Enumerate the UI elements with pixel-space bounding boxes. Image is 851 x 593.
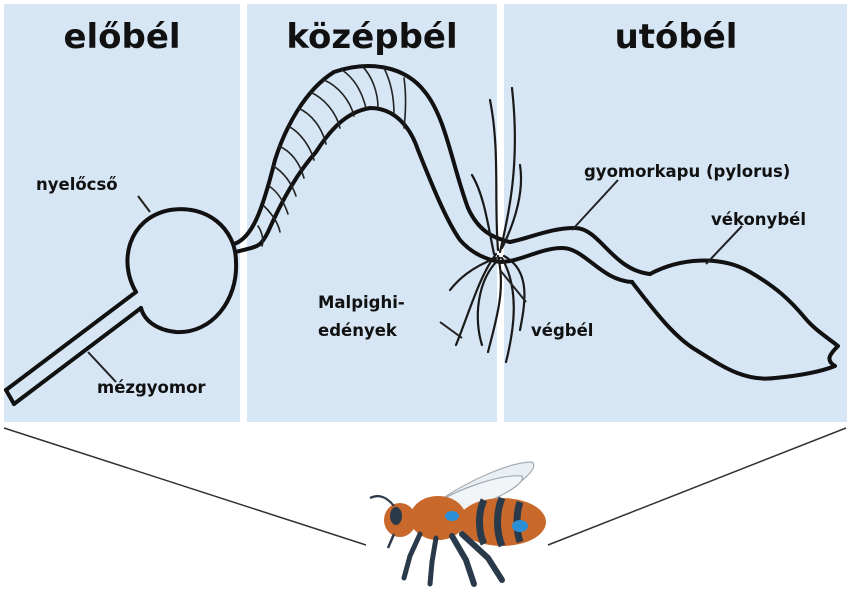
view-line-left — [4, 428, 366, 545]
bee-leg — [404, 534, 420, 578]
label-pylorus: gyomorkapu (pylorus) — [584, 162, 790, 181]
label-malpighian-line1: Malpighi- — [318, 293, 405, 312]
bee-antenna — [370, 496, 394, 506]
label-honey-stomach: mézgyomor — [97, 378, 206, 397]
section-title-hindgut: utóbél — [615, 17, 738, 57]
label-malpighian-line2: edények — [318, 321, 398, 340]
bee-mouthparts — [388, 534, 394, 548]
honeybee-illustration — [370, 462, 546, 584]
bee-eye — [390, 507, 402, 525]
bee-thorax-spot — [445, 511, 459, 521]
view-line-right — [548, 428, 846, 545]
section-title-foregut: előbél — [63, 17, 180, 57]
section-title-midgut: középbél — [286, 17, 457, 57]
bee-abdomen-spot — [512, 520, 528, 532]
bee-leg — [430, 538, 436, 584]
label-rectum: végbél — [531, 321, 593, 340]
label-small-intestine: vékonybél — [711, 210, 806, 229]
label-esophagus: nyelőcső — [36, 175, 118, 194]
